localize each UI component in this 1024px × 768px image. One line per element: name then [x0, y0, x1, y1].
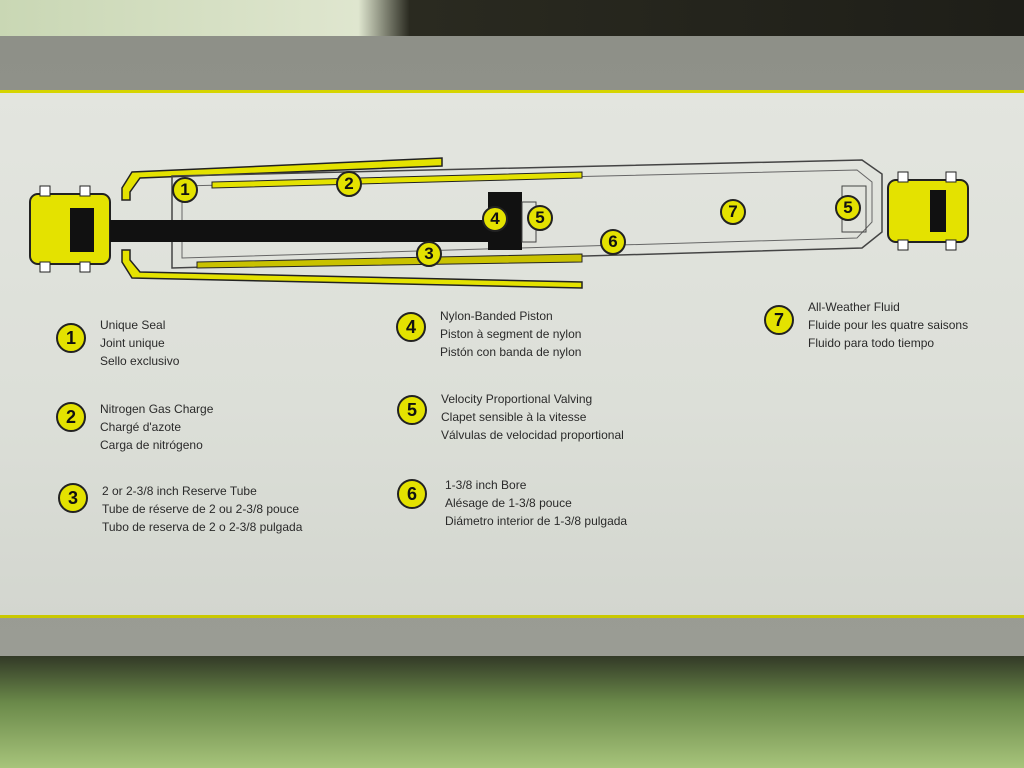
- diagram-badge-5: 5: [527, 205, 553, 231]
- right-eye-mount: [887, 171, 969, 251]
- diagram-badge-3: 3: [416, 241, 442, 267]
- legend-badge-1: 1: [56, 323, 86, 353]
- pressure-tube: [171, 159, 883, 269]
- diagram-badge-7: 7: [720, 199, 746, 225]
- hatched-band: [196, 253, 583, 269]
- reserve-tube: [121, 157, 583, 289]
- legend-badge-3: 3: [58, 483, 88, 513]
- gas-charge-band: [211, 171, 583, 189]
- diagram-badge-6: 6: [600, 229, 626, 255]
- legend-badge-2: 2: [56, 402, 86, 432]
- shock-absorber-diagram: [29, 157, 969, 289]
- piston-rod: [110, 220, 490, 242]
- legend-badge-4: 4: [396, 312, 426, 342]
- legend-badge-7: 7: [764, 305, 794, 335]
- diagram-badge-2: 2: [336, 171, 362, 197]
- legend-badge-5: 5: [397, 395, 427, 425]
- diagram-badge-4: 4: [482, 206, 508, 232]
- legend-badge-6: 6: [397, 479, 427, 509]
- left-eye-mount: [29, 185, 111, 273]
- background-bottom: [0, 650, 1024, 768]
- diagram-badge-5-end: 5: [835, 195, 861, 221]
- diagram-badge-1: 1: [172, 177, 198, 203]
